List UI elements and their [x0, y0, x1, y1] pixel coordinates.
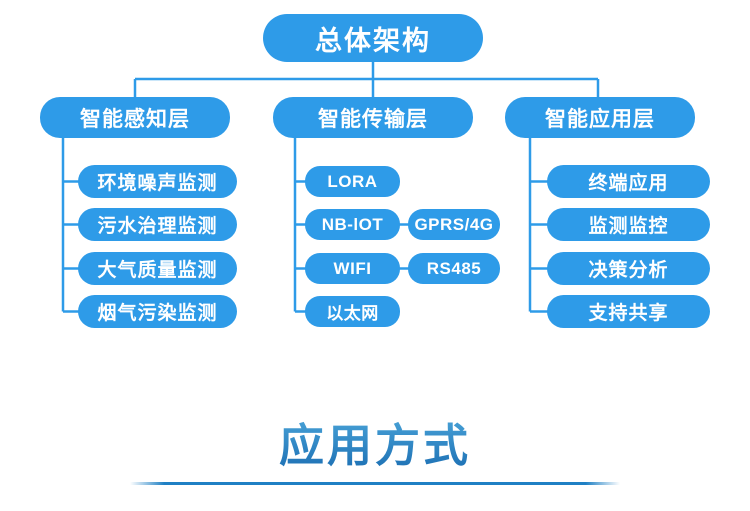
section-divider-line — [130, 482, 620, 485]
node-decision-analysis: 决策分析 — [547, 252, 710, 285]
node-smoke-pollution-monitoring: 烟气污染监测 — [78, 295, 237, 328]
layer-node-perception: 智能感知层 — [40, 97, 230, 138]
node-monitoring-surveillance: 监测监控 — [547, 208, 710, 241]
node-rs485: RS485 — [408, 253, 500, 284]
node-nbiot: NB-lOT — [305, 209, 400, 240]
node-sewage-treatment-monitoring: 污水治理监测 — [78, 208, 237, 241]
section-title-application-method: 应用方式 — [0, 409, 750, 474]
node-support-sharing: 支持共享 — [547, 295, 710, 328]
node-air-quality-monitoring: 大气质量监测 — [78, 252, 237, 285]
root-node-overall-architecture: 总体架构 — [263, 14, 483, 62]
node-gprs-4g: GPRS/4G — [408, 209, 500, 240]
layer-node-transmission: 智能传输层 — [273, 97, 473, 138]
node-ethernet: 以太网 — [305, 296, 400, 327]
node-lora: LORA — [305, 166, 400, 197]
layer-node-application: 智能应用层 — [505, 97, 695, 138]
node-terminal-application: 终端应用 — [547, 165, 710, 198]
node-env-noise-monitoring: 环境噪声监测 — [78, 165, 237, 198]
node-wifi: WIFI — [305, 253, 400, 284]
